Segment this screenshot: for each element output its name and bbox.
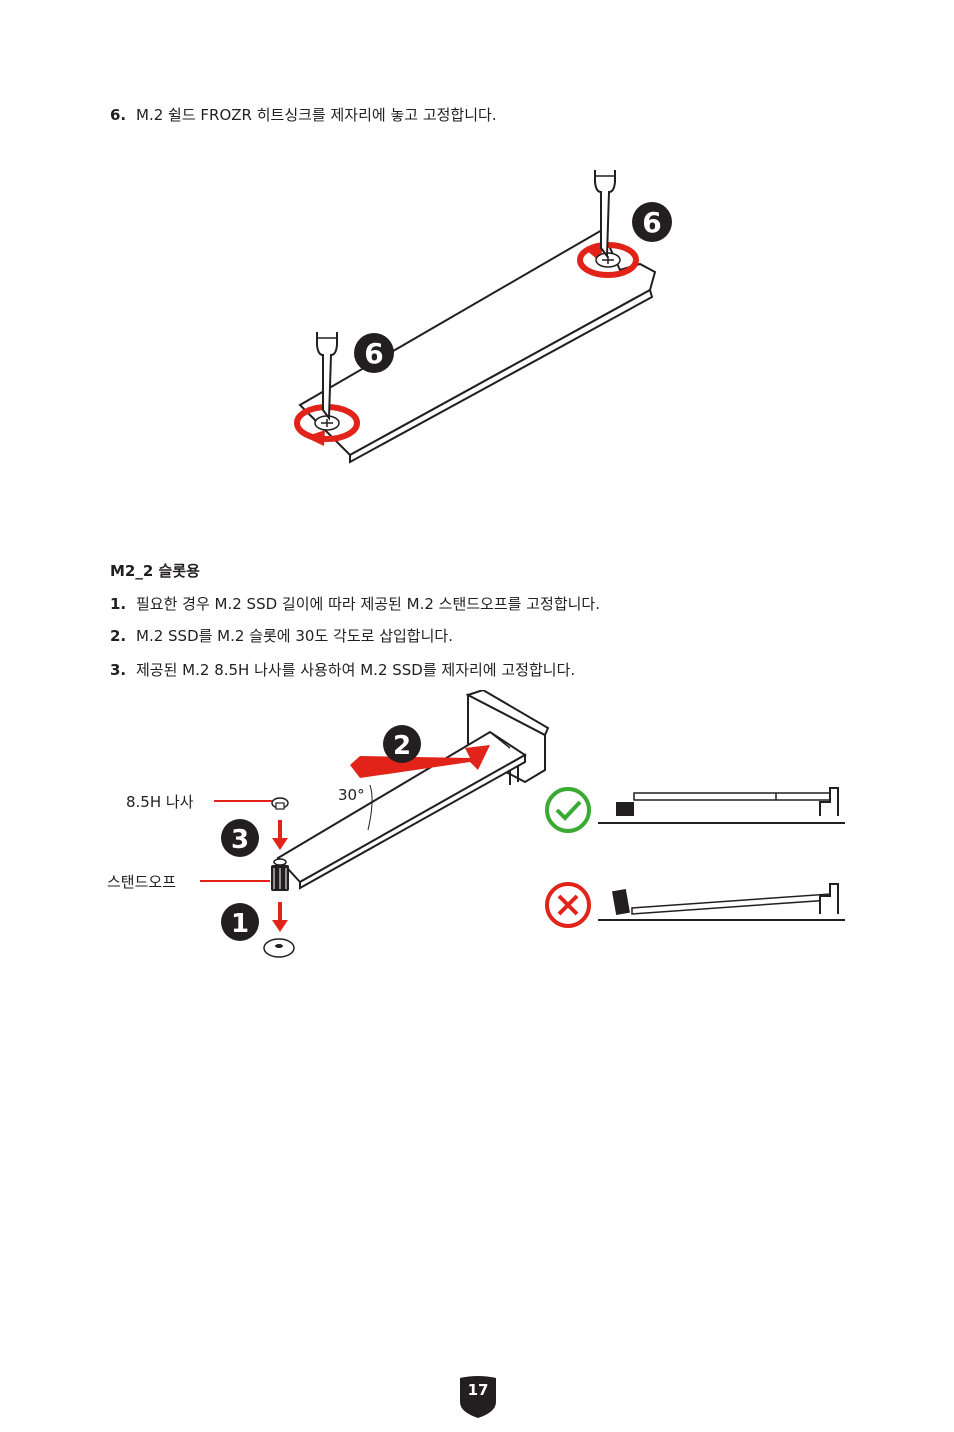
section-step-3: 3. 제공된 M.2 8.5H 나사를 사용하여 M.2 SSD를 제자리에 고정…: [110, 660, 575, 680]
screwdriver-icon: [594, 170, 616, 259]
ssd-install-figure: 30° 2 3 1: [200, 690, 550, 958]
step-text: 제공된 M.2 8.5H 나사를 사용하여 M.2 SSD를 제자리에 고정합니…: [136, 661, 576, 679]
step-text: 필요한 경우 M.2 SSD 길이에 따라 제공된 M.2 스탠드오프를 고정합…: [136, 595, 600, 613]
angle-label: 30°: [338, 786, 365, 804]
screwdriver-icon: [316, 332, 338, 421]
section-heading: M2_2 슬롯용: [110, 562, 200, 580]
badge-number: 2: [393, 731, 411, 761]
step-text: M.2 SSD를 M.2 슬롯에 30도 각도로 삽입합니다.: [136, 627, 453, 645]
step-number: 2.: [110, 627, 127, 645]
down-arrow-icon: [272, 902, 288, 932]
step-text: M.2 쉴드 FROZR 히트싱크를 제자리에 놓고 고정합니다.: [136, 106, 497, 124]
standoff-label: 스탠드오프: [107, 873, 177, 891]
step-number: 3.: [110, 661, 127, 679]
standoff-icon: [271, 858, 289, 891]
step-number: 6.: [110, 106, 127, 124]
step-badge-1: 1: [221, 903, 259, 941]
check-icon: [545, 787, 591, 833]
section-step-1: 1. 필요한 경우 M.2 SSD 길이에 따라 제공된 M.2 스탠드오프를 고…: [110, 594, 600, 614]
insert-arrow-icon: [350, 745, 490, 778]
step-badge-2: 2: [383, 725, 421, 763]
screw-label: 8.5H 나사: [126, 793, 194, 811]
correct-incorrect-figure: [545, 787, 845, 928]
badge-number: 1: [231, 909, 249, 939]
step-badge-bottom: 6: [354, 333, 394, 373]
washer-icon: [263, 938, 295, 958]
step-badge-top: 6: [632, 202, 672, 242]
page-badge: [460, 1376, 496, 1418]
badge-number: 6: [642, 206, 661, 239]
down-arrow-icon: [272, 820, 288, 850]
heatsink-figure: 6 6: [294, 170, 672, 464]
step-badge-3: 3: [221, 819, 259, 857]
screw-icon: [271, 797, 289, 810]
badge-number: 6: [364, 337, 383, 370]
section-step-2: 2. M.2 SSD를 M.2 슬롯에 30도 각도로 삽입합니다.: [110, 626, 453, 646]
badge-number: 3: [231, 825, 249, 855]
cross-icon: [545, 882, 591, 928]
step-6: 6. M.2 쉴드 FROZR 히트싱크를 제자리에 놓고 고정합니다.: [110, 105, 497, 125]
page-number: 17: [467, 1381, 489, 1399]
step-number: 1.: [110, 595, 127, 613]
